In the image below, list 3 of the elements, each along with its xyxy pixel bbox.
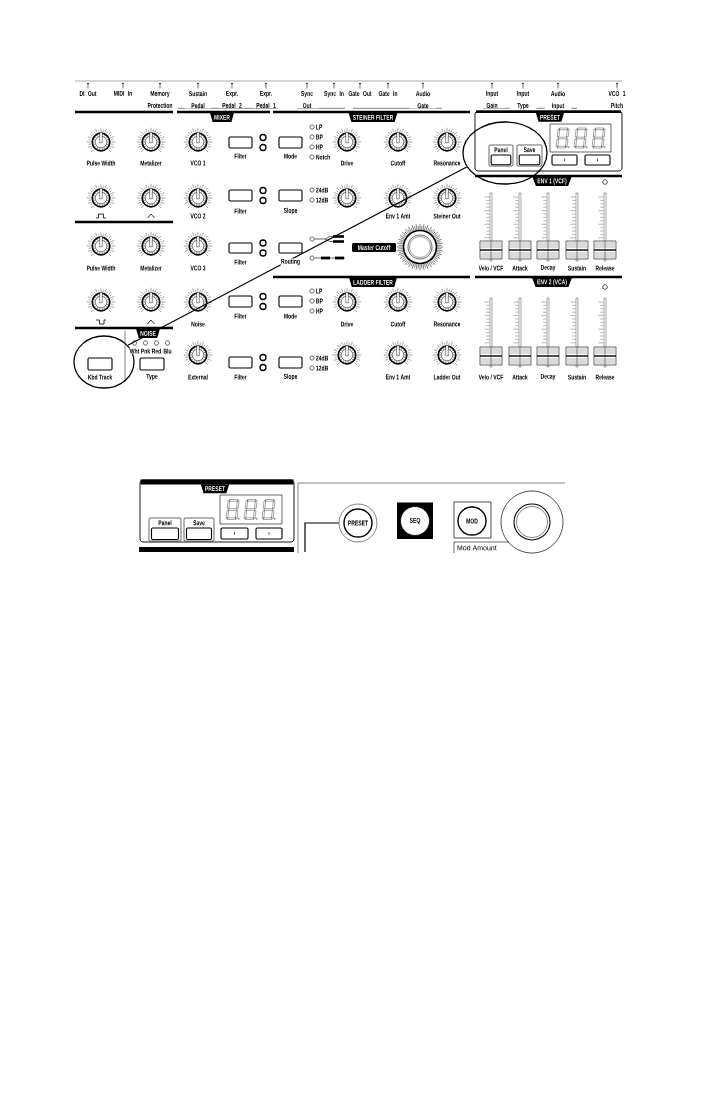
leader-line bbox=[304, 522, 340, 553]
knob bbox=[500, 490, 564, 554]
leader-line bbox=[127, 166, 468, 346]
